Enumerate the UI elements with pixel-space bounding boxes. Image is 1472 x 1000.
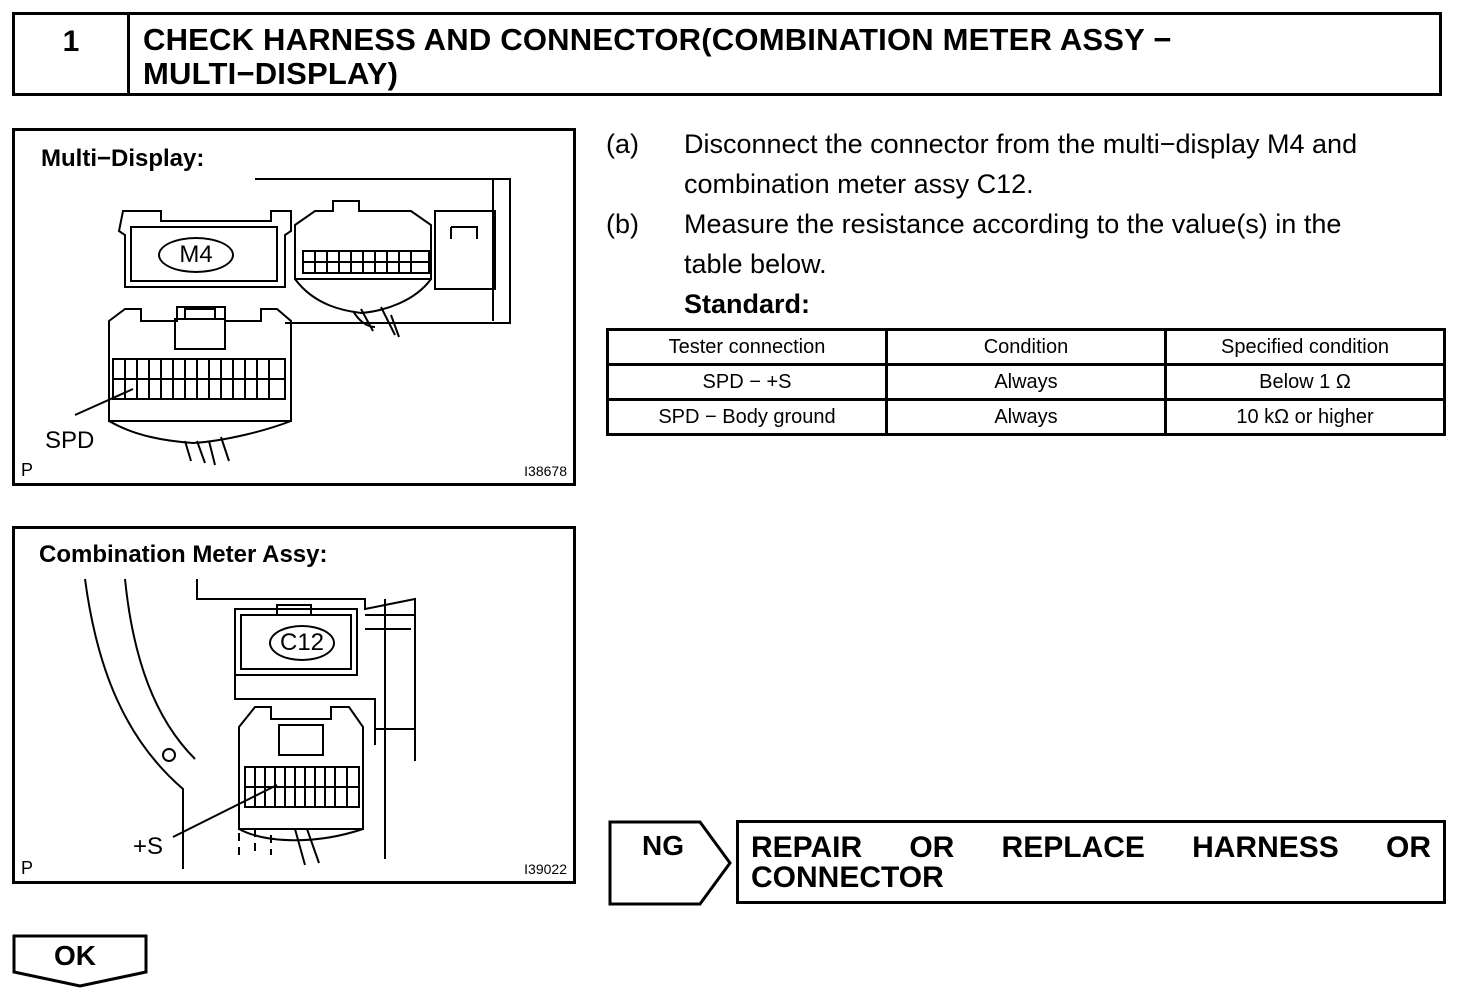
figure-title: Combination Meter Assy:	[39, 541, 328, 568]
pin-label-spd: SPD	[45, 427, 95, 454]
instruction-line: Measure the resistance according to the …	[684, 209, 1342, 239]
step-header: 1 CHECK HARNESS AND CONNECTOR(COMBINATIO…	[12, 12, 1442, 96]
table-row: SPD − +S Always Below 1 Ω	[606, 363, 1446, 401]
table-cell: Always	[885, 398, 1167, 436]
table-header: Condition	[885, 328, 1167, 366]
table-cell: Always	[885, 363, 1167, 401]
figure-title: Multi−Display:	[41, 145, 205, 172]
ng-action-box: REPAIR OR REPLACE HARNESS OR CONNECTOR	[736, 820, 1446, 904]
step-title-line1: CHECK HARNESS AND CONNECTOR(COMBINATION …	[143, 22, 1172, 57]
table-cell: SPD − Body ground	[606, 398, 888, 436]
figure-corner-letter: P	[21, 858, 34, 878]
ng-action-word: HARNESS	[1192, 831, 1339, 864]
step-number: 1	[15, 15, 130, 93]
instruction-line: table below.	[684, 249, 827, 279]
ng-action-line2: CONNECTOR	[751, 861, 944, 894]
connector-label-c12: C12	[269, 625, 335, 661]
instruction-text: Measure the resistance according to the …	[684, 204, 1446, 324]
ng-action-line1: REPAIR OR REPLACE HARNESS OR	[751, 831, 1431, 865]
ng-action-word: REPLACE	[1001, 831, 1145, 864]
ng-action-word: OR	[909, 831, 955, 864]
instruction-line: Disconnect the connector from the multi−…	[684, 129, 1358, 159]
spec-table: Tester connection Condition Specified co…	[606, 328, 1446, 436]
instruction-label: (b)	[606, 209, 639, 239]
combination-meter-connector-illustration	[84, 578, 416, 869]
ng-action-word: OR	[1386, 831, 1431, 864]
figure-combination-meter: Combination Meter Assy: C12 +S P I39022	[12, 526, 576, 884]
instructions: (a) Disconnect the connector from the mu…	[606, 124, 1446, 324]
figure-code: I38678	[524, 463, 567, 479]
figure-corner-letter: P	[21, 460, 34, 480]
figure-multi-display: Multi−Display: M4 SPD P I38678	[12, 128, 576, 486]
table-cell: Below 1 Ω	[1164, 363, 1446, 401]
ok-arrow: OK	[12, 934, 150, 988]
table-header: Tester connection	[606, 328, 888, 366]
instruction-label: (a)	[606, 129, 639, 159]
pin-label-plus-s: +S	[133, 833, 164, 860]
figure-code: I39022	[524, 861, 567, 877]
multi-display-connector-illustration	[74, 178, 511, 466]
instruction-line: combination meter assy C12.	[684, 169, 1034, 199]
connector-label-m4: M4	[158, 237, 234, 273]
step-title: CHECK HARNESS AND CONNECTOR(COMBINATION …	[143, 23, 1419, 91]
ng-action-word: REPAIR	[751, 831, 863, 864]
ng-label: NG	[642, 830, 684, 861]
ok-label: OK	[54, 940, 96, 971]
step-title-line2: MULTI−DISPLAY)	[143, 56, 399, 91]
standard-label: Standard:	[684, 289, 811, 319]
ok-arrow-shape	[12, 934, 148, 988]
table-header: Specified condition	[1164, 328, 1446, 366]
table-cell: 10 kΩ or higher	[1164, 398, 1446, 436]
ng-arrow: NG	[608, 820, 734, 906]
ng-arrow-shape	[608, 820, 732, 906]
table-header-row: Tester connection Condition Specified co…	[606, 328, 1446, 366]
instruction-text: Disconnect the connector from the multi−…	[684, 124, 1446, 204]
table-cell: SPD − +S	[606, 363, 888, 401]
table-row: SPD − Body ground Always 10 kΩ or higher	[606, 398, 1446, 436]
